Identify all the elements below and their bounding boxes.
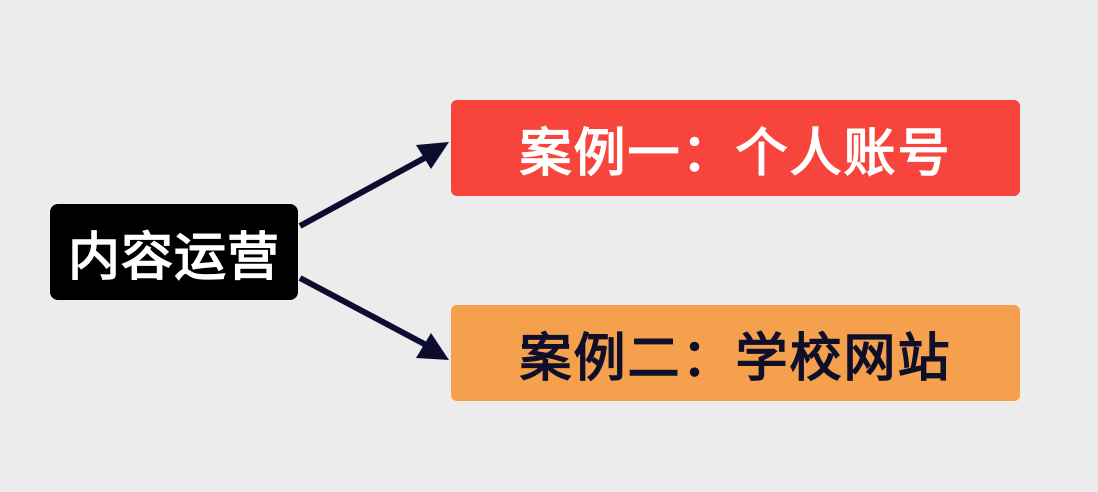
case1-node-personal-account: 案例一：个人账号 xyxy=(451,100,1020,196)
case1-node-label: 案例一：个人账号 xyxy=(519,123,952,184)
case2-node-school-website: 案例二：学校网站 xyxy=(451,305,1020,401)
case2-node-label: 案例二：学校网站 xyxy=(519,328,952,389)
arrowhead-case2 xyxy=(416,333,449,360)
arrow-root-to-case1 xyxy=(298,152,432,229)
root-node-label: 内容运营 xyxy=(67,227,280,288)
arrow-root-to-case2 xyxy=(298,275,432,350)
arrowhead-case1 xyxy=(416,142,449,169)
root-node-content-operations: 内容运营 xyxy=(50,204,298,300)
